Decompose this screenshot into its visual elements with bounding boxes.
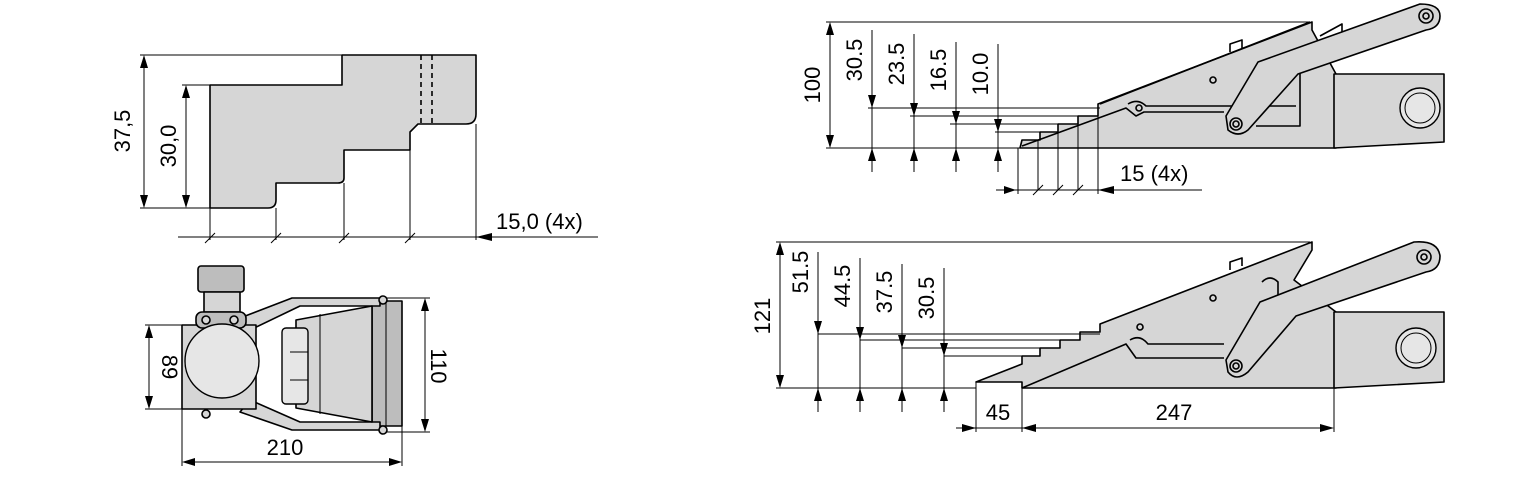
- side-view-body: [209, 54, 477, 209]
- side-body-height-label: 30,0: [156, 125, 181, 168]
- closed-view-lever: [1225, 3, 1441, 135]
- open-step-1-label: 51.5: [788, 251, 813, 294]
- top-view-end-plate: [371, 300, 403, 427]
- closed-step-2-label: 23.5: [884, 43, 909, 86]
- closed-step-1-label: 30.5: [842, 39, 867, 82]
- open-length-label: 247: [1156, 400, 1193, 425]
- top-view-knob: [281, 327, 309, 405]
- open-tip-label: 45: [986, 400, 1010, 425]
- top-length-label: 210: [267, 435, 304, 460]
- closed-view: 100 30.5 23.5 16.5 10.0 15 (4x): [800, 3, 1445, 196]
- closed-step-pitch-label: 15 (4x): [1120, 161, 1188, 186]
- top-overall-width-label: 110: [426, 348, 451, 383]
- open-view-rear-bore: [1395, 327, 1437, 369]
- open-view-lever: [1225, 240, 1441, 378]
- side-step-label: 15,0 (4x): [496, 209, 583, 234]
- open-step-4-label: 30.5: [914, 277, 939, 320]
- side-view: 37,5 30,0 15,0 (4x): [110, 54, 598, 244]
- top-view-stud: [197, 265, 245, 293]
- open-step-3-label: 37.5: [872, 271, 897, 314]
- closed-step-4-label: 10.0: [968, 53, 993, 96]
- closed-height-label: 100: [800, 67, 825, 104]
- closed-step-3-label: 16.5: [926, 49, 951, 92]
- top-view-roller: [184, 323, 260, 399]
- open-height-label: 121: [750, 298, 775, 335]
- top-view: 89 110 210: [145, 265, 451, 466]
- open-view: 121 51.5 44.5 37.5 30.5 45 247: [750, 240, 1445, 432]
- top-width-label: 89: [157, 355, 182, 379]
- closed-view-rear-bore: [1399, 87, 1441, 129]
- open-step-2-label: 44.5: [830, 265, 855, 308]
- side-overall-height-label: 37,5: [110, 110, 135, 153]
